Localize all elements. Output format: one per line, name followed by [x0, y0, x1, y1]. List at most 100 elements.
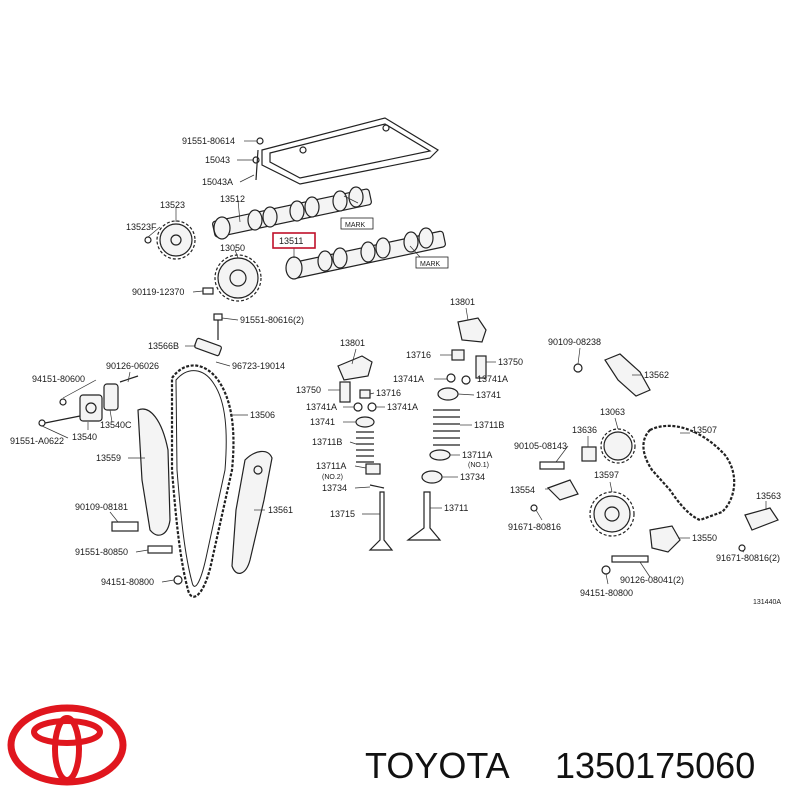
part-label: 91671-80816 [508, 522, 561, 532]
valve-stem-seal-13734-right [421, 470, 443, 484]
highlight-box-13511 [272, 232, 316, 249]
gasket-hole [382, 124, 390, 132]
idler-shaft-13636 [581, 446, 597, 462]
part-label: 13511 [279, 236, 303, 246]
part-label: 13636 [572, 425, 597, 435]
crankshaft-sprocket-13597 [589, 491, 635, 537]
diagram-code: 131440A [753, 599, 781, 606]
valve-spring-13711B-right [433, 409, 460, 446]
retainer-lock-right [446, 373, 456, 383]
chain-slipper-13561 [231, 450, 273, 574]
part-label: 13561 [268, 505, 293, 515]
part-label: 94151-80800 [580, 588, 633, 598]
part-label: 91551-80850 [75, 547, 128, 557]
camshaft-13512 [212, 186, 372, 240]
part-label: 13554 [510, 485, 535, 495]
timing-chain-inner [175, 370, 227, 587]
chain-tensioner-13540 [79, 394, 103, 422]
tensioner-plate-13540C [103, 383, 119, 411]
part-label: 13566B [148, 341, 179, 351]
rocker-arm-13801-left [337, 355, 373, 381]
gasket-hole [299, 146, 307, 154]
part-label: 13559 [96, 453, 121, 463]
part-label: 13741A [306, 402, 337, 412]
seal-washer [255, 149, 259, 181]
part-label: 13734 [460, 472, 485, 482]
timing-chain-13506 [170, 364, 235, 598]
valve-stem-cap-13716-right [451, 349, 465, 361]
retainer-lock-left [353, 402, 363, 412]
part-label: 13711B [474, 420, 504, 430]
part-label: 13801 [340, 338, 365, 348]
mark-box-2 [415, 256, 449, 269]
retainer-lock-right [461, 375, 471, 385]
part-label: 90105-08143 [514, 441, 567, 451]
part-label: 13540C [100, 420, 132, 430]
part-label: 13512 [220, 194, 245, 204]
part-label: 90109-08181 [75, 502, 128, 512]
bolt-icon [202, 287, 214, 295]
part-label: 91551-80614 [182, 136, 235, 146]
valve-spring-13711B-left [356, 431, 374, 463]
intake-valve-13711 [406, 491, 442, 541]
part-label: 13734 [322, 483, 347, 493]
part-label: 91551-A0622 [10, 436, 64, 446]
chain-guide-13559 [137, 408, 171, 536]
brand-name: TOYOTA [365, 745, 510, 786]
part-label: 13711B [312, 437, 342, 447]
toyota-logo [7, 704, 127, 786]
mark-box-1 [340, 217, 374, 230]
bolt-icon [573, 363, 583, 373]
chain-tensioner-13550 [649, 525, 681, 553]
part-label: 13540 [72, 432, 97, 442]
bolt-head-icon [256, 137, 264, 145]
part-label: 13750 [498, 357, 523, 367]
part-label: 90119-12370 [132, 287, 184, 297]
slipper-hole [253, 465, 263, 475]
bolt-icon [38, 419, 46, 427]
chain-damper-13563 [744, 507, 779, 531]
bolt-icon [530, 504, 538, 512]
bolt-icon [738, 544, 746, 552]
rocker-arm-13801-right [457, 317, 487, 343]
part-label: 91551-80616(2) [240, 315, 304, 325]
part-label: 13523F [126, 222, 157, 232]
part-labels: 91551-80614 15043 15043A 13512 13523 135… [10, 136, 781, 606]
part-label: 13741 [310, 417, 335, 427]
part-label: 13050 [220, 243, 245, 253]
bolt-icon [147, 545, 173, 554]
part-number: 1350175060 [555, 745, 755, 786]
part-label: 91671-80816(2) [716, 553, 780, 563]
part-label: 90126-08041(2) [620, 575, 684, 585]
chain-guide-13562 [604, 353, 651, 397]
part-label: 96723-19014 [232, 361, 285, 371]
camshaft-sprocket-13523 [156, 220, 196, 260]
part-label: 13711A [316, 461, 346, 471]
part-label: 13741A [477, 374, 508, 384]
part-label: 13063 [600, 407, 625, 417]
camshaft-13511 [285, 227, 446, 280]
pin-icon [144, 236, 152, 244]
part-label: 13716 [376, 388, 401, 398]
lash-adjuster-13750-left [339, 381, 351, 403]
bolt-shaft [119, 375, 139, 383]
retainer-lock-left [367, 402, 377, 412]
o-ring-icon [59, 398, 67, 406]
part-label: 13801 [450, 297, 475, 307]
part-label: 13523 [160, 200, 185, 210]
valve-seat-13711A-left [365, 463, 381, 475]
valve-cover-gasket [261, 117, 439, 185]
part-label: 13507 [692, 425, 717, 435]
part-label: 13716 [406, 350, 431, 360]
part-label: 15043 [205, 155, 230, 165]
idler-sprocket-13063 [600, 428, 636, 464]
part-label: 13741A [387, 402, 418, 412]
chain-tensioner-arm-13554 [546, 479, 579, 501]
bolt-icon [213, 313, 223, 321]
nut-icon [173, 575, 183, 585]
part-label: 13741 [476, 390, 501, 400]
valve-retainer-13741-right [437, 387, 459, 401]
part-label: 13715 [330, 509, 355, 519]
part-label: 94151-80800 [101, 577, 154, 587]
valve-seat-13711A-right [429, 449, 451, 461]
